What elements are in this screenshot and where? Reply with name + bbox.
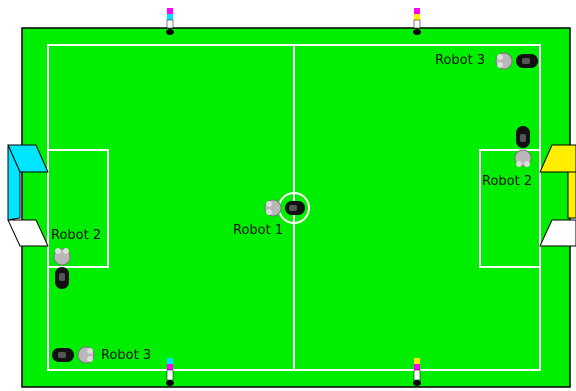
post-top-right bbox=[413, 8, 421, 35]
robot-2-right-label: Robot 2 bbox=[482, 175, 532, 188]
robot-3-right-label: Robot 3 bbox=[435, 54, 485, 67]
post-bottom-right bbox=[413, 358, 421, 386]
robot-3-left-label: Robot 3 bbox=[101, 349, 151, 362]
robot-1-label: Robot 1 bbox=[233, 224, 283, 237]
post-top-left bbox=[166, 8, 174, 35]
robot-2-left-label: Robot 2 bbox=[51, 229, 101, 242]
post-bottom-left bbox=[166, 358, 174, 386]
